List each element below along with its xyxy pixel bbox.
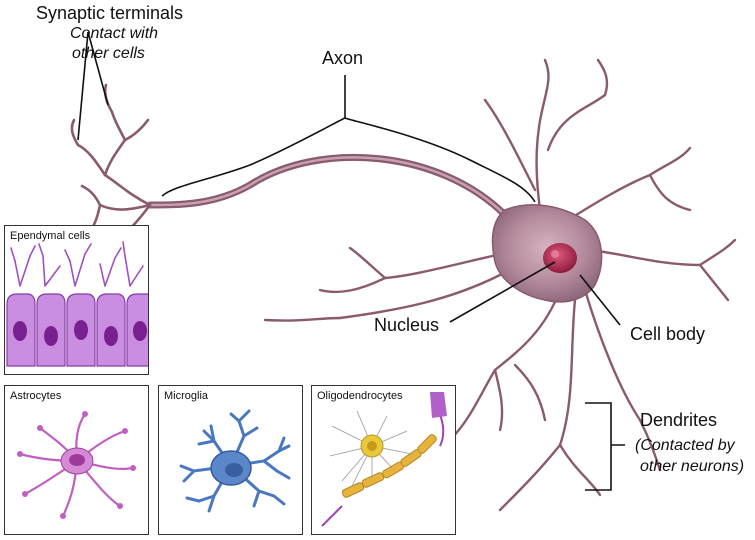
other-neurons-label: other neurons) (640, 458, 745, 475)
microglia-panel: Microglia (158, 385, 303, 535)
astrocytes-panel: Astrocytes (4, 385, 149, 535)
oligodendrocyte-illustration (321, 392, 447, 527)
ependymal-cells-illustration (6, 241, 148, 367)
contact-with-label: Contact with (70, 25, 159, 42)
dendrites-bracket (585, 402, 625, 491)
nucleus-label: Nucleus (374, 315, 440, 335)
annotation-lines (77, 31, 625, 491)
ependymal-cells-panel: Ependymal cells (4, 225, 149, 375)
ependymal-cells-caption: Ependymal cells (10, 230, 91, 242)
dendrites-label: Dendrites (640, 410, 718, 430)
synaptic-terminals-label: Synaptic terminals (36, 3, 184, 23)
microglia-illustration (179, 409, 291, 513)
axon-shape (146, 153, 509, 219)
cell-body-pointer (579, 274, 621, 326)
contacted-by-label: (Contacted by (635, 437, 735, 454)
oligodendrocytes-panel: Oligodendrocytes (311, 385, 456, 535)
dendrite-branches (263, 58, 737, 512)
synaptic-terminal-branches (70, 83, 152, 247)
cell-body-label: Cell body (630, 324, 706, 344)
microglia-caption: Microglia (164, 390, 209, 402)
astrocyte-illustration (17, 411, 136, 519)
axon-label: Axon (322, 48, 364, 68)
astrocytes-caption: Astrocytes (10, 390, 62, 402)
nucleus-pointer (449, 261, 556, 323)
oligodendrocytes-caption: Oligodendrocytes (317, 390, 403, 402)
nucleus-shape (543, 243, 577, 273)
synaptic-bracket (77, 31, 109, 141)
other-cells-label: other cells (72, 45, 145, 62)
